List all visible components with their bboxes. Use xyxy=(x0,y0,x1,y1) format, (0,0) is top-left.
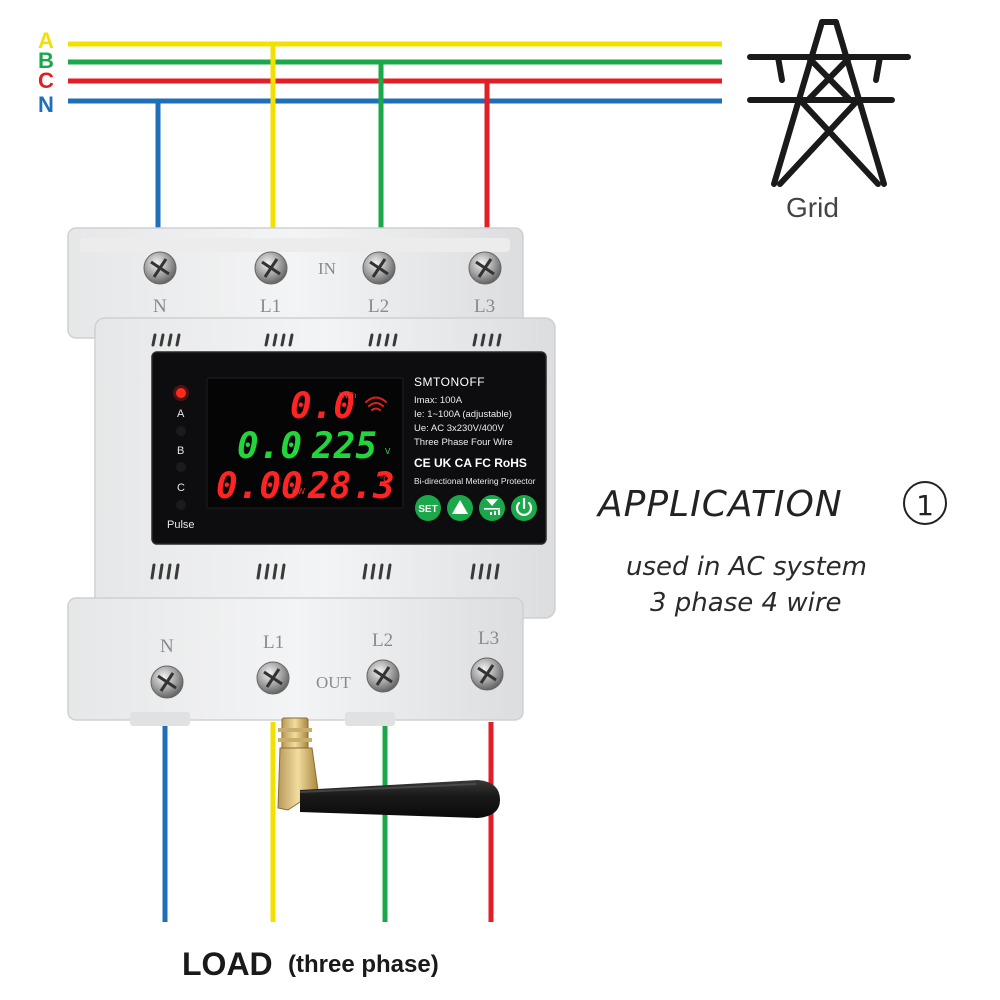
screw-icon xyxy=(143,251,177,285)
load-sublabel: (three phase) xyxy=(288,951,439,978)
screw-icon xyxy=(366,659,400,693)
led-c-indicator xyxy=(176,462,186,472)
energy-unit: KWh xyxy=(339,391,356,400)
temperature-unit: °C xyxy=(380,475,389,484)
control-buttons[interactable]: SET xyxy=(415,495,537,521)
bottom-terminal-block xyxy=(67,597,524,721)
screw-icon xyxy=(256,661,290,695)
top-terminal-labels: N L1 L2 L3 xyxy=(153,296,495,317)
spec-line: Ie: 1~100A (adjustable) xyxy=(414,409,512,420)
terminal-label: L3 xyxy=(474,296,495,317)
spec-line: Imax: 100A xyxy=(414,395,463,406)
load-caption: LOAD (three phase) xyxy=(182,946,439,982)
set-button[interactable]: SET xyxy=(415,495,441,521)
phase-letter-b: B xyxy=(38,48,54,73)
vent-slots-bottom xyxy=(150,563,500,580)
grid-label: Grid xyxy=(786,192,839,223)
application-number: 1 xyxy=(916,489,934,522)
application-line-2: 3 phase 4 wire xyxy=(650,588,842,618)
status-leds: A B C Pulse xyxy=(167,385,195,531)
application-number-circle xyxy=(903,481,947,525)
spec-line: Three Phase Four Wire xyxy=(414,437,513,448)
vent-slots-top xyxy=(151,333,502,347)
terminal-label: L1 xyxy=(263,632,284,653)
up-button[interactable] xyxy=(447,495,473,521)
input-wires xyxy=(155,44,490,228)
led-label: C xyxy=(177,482,185,494)
brand-name: SMTONOFF xyxy=(414,375,485,389)
temperature-readout: 28.3 xyxy=(307,466,395,507)
screw-icon xyxy=(362,251,396,285)
bottom-screws xyxy=(150,657,504,699)
terminal-label: L1 xyxy=(260,296,281,317)
terminal-label: N xyxy=(153,296,167,317)
power-unit: KW xyxy=(292,487,305,496)
led-label: Pulse xyxy=(167,519,195,531)
set-button-label: SET xyxy=(418,504,437,515)
terminal-label: L2 xyxy=(372,630,393,651)
lcd-display xyxy=(206,377,404,509)
energy-readout: 0.0 xyxy=(290,386,355,427)
phase-letter-c: C xyxy=(38,68,54,93)
voltage-readout: 225 xyxy=(311,426,377,467)
power-button[interactable] xyxy=(511,495,537,521)
application-line-1: used in AC system xyxy=(626,552,867,582)
set-icon xyxy=(415,495,441,521)
wifi-icon xyxy=(365,396,387,411)
transmission-tower-icon xyxy=(747,19,911,187)
terminal-label: N xyxy=(160,636,174,657)
application-caption: APPLICATION 1 used in AC system 3 phase … xyxy=(596,481,947,618)
led-a-indicator xyxy=(176,388,186,398)
output-wires xyxy=(162,722,494,922)
power-readout: 0.00 xyxy=(216,466,303,507)
led-label: B xyxy=(177,445,184,457)
screw-icon xyxy=(254,251,288,285)
screw-icon xyxy=(150,665,184,699)
out-label: OUT xyxy=(316,673,352,692)
bottom-terminal-labels: N L1 L2 L3 xyxy=(160,628,499,657)
terminal-label: L3 xyxy=(478,628,499,649)
screw-icon xyxy=(470,657,504,691)
in-label: IN xyxy=(318,259,336,278)
signal-down-icon xyxy=(484,499,500,515)
voltage-unit: V xyxy=(385,447,391,456)
bus-lines xyxy=(68,41,722,104)
up-triangle-icon xyxy=(452,500,468,514)
led-label: A xyxy=(177,408,185,420)
certification-marks: CE UK CA FC RoHS xyxy=(414,456,527,470)
application-title: APPLICATION xyxy=(596,484,843,525)
product-name: Bi-directional Metering Protector xyxy=(414,476,536,486)
spec-line: Ue: AC 3x230V/400V xyxy=(414,423,504,434)
metering-protector-device: IN N L1 L2 L3 OUT N L1 L2 L3 xyxy=(67,227,556,726)
antenna-icon xyxy=(277,717,500,818)
phase-letter-a: A xyxy=(38,28,54,53)
current-unit: A xyxy=(292,447,298,456)
terminal-label: L2 xyxy=(368,296,389,317)
down-button[interactable] xyxy=(479,495,505,521)
power-icon xyxy=(515,497,533,516)
phase-letter-n: N xyxy=(38,92,54,117)
led-pulse-indicator xyxy=(176,500,186,510)
load-label: LOAD xyxy=(182,946,273,982)
led-b-indicator xyxy=(176,426,186,436)
current-readout: 0.0 xyxy=(237,426,302,467)
phase-letters: A B C N xyxy=(38,28,54,117)
screw-icon xyxy=(468,251,502,285)
top-screws xyxy=(143,251,502,285)
